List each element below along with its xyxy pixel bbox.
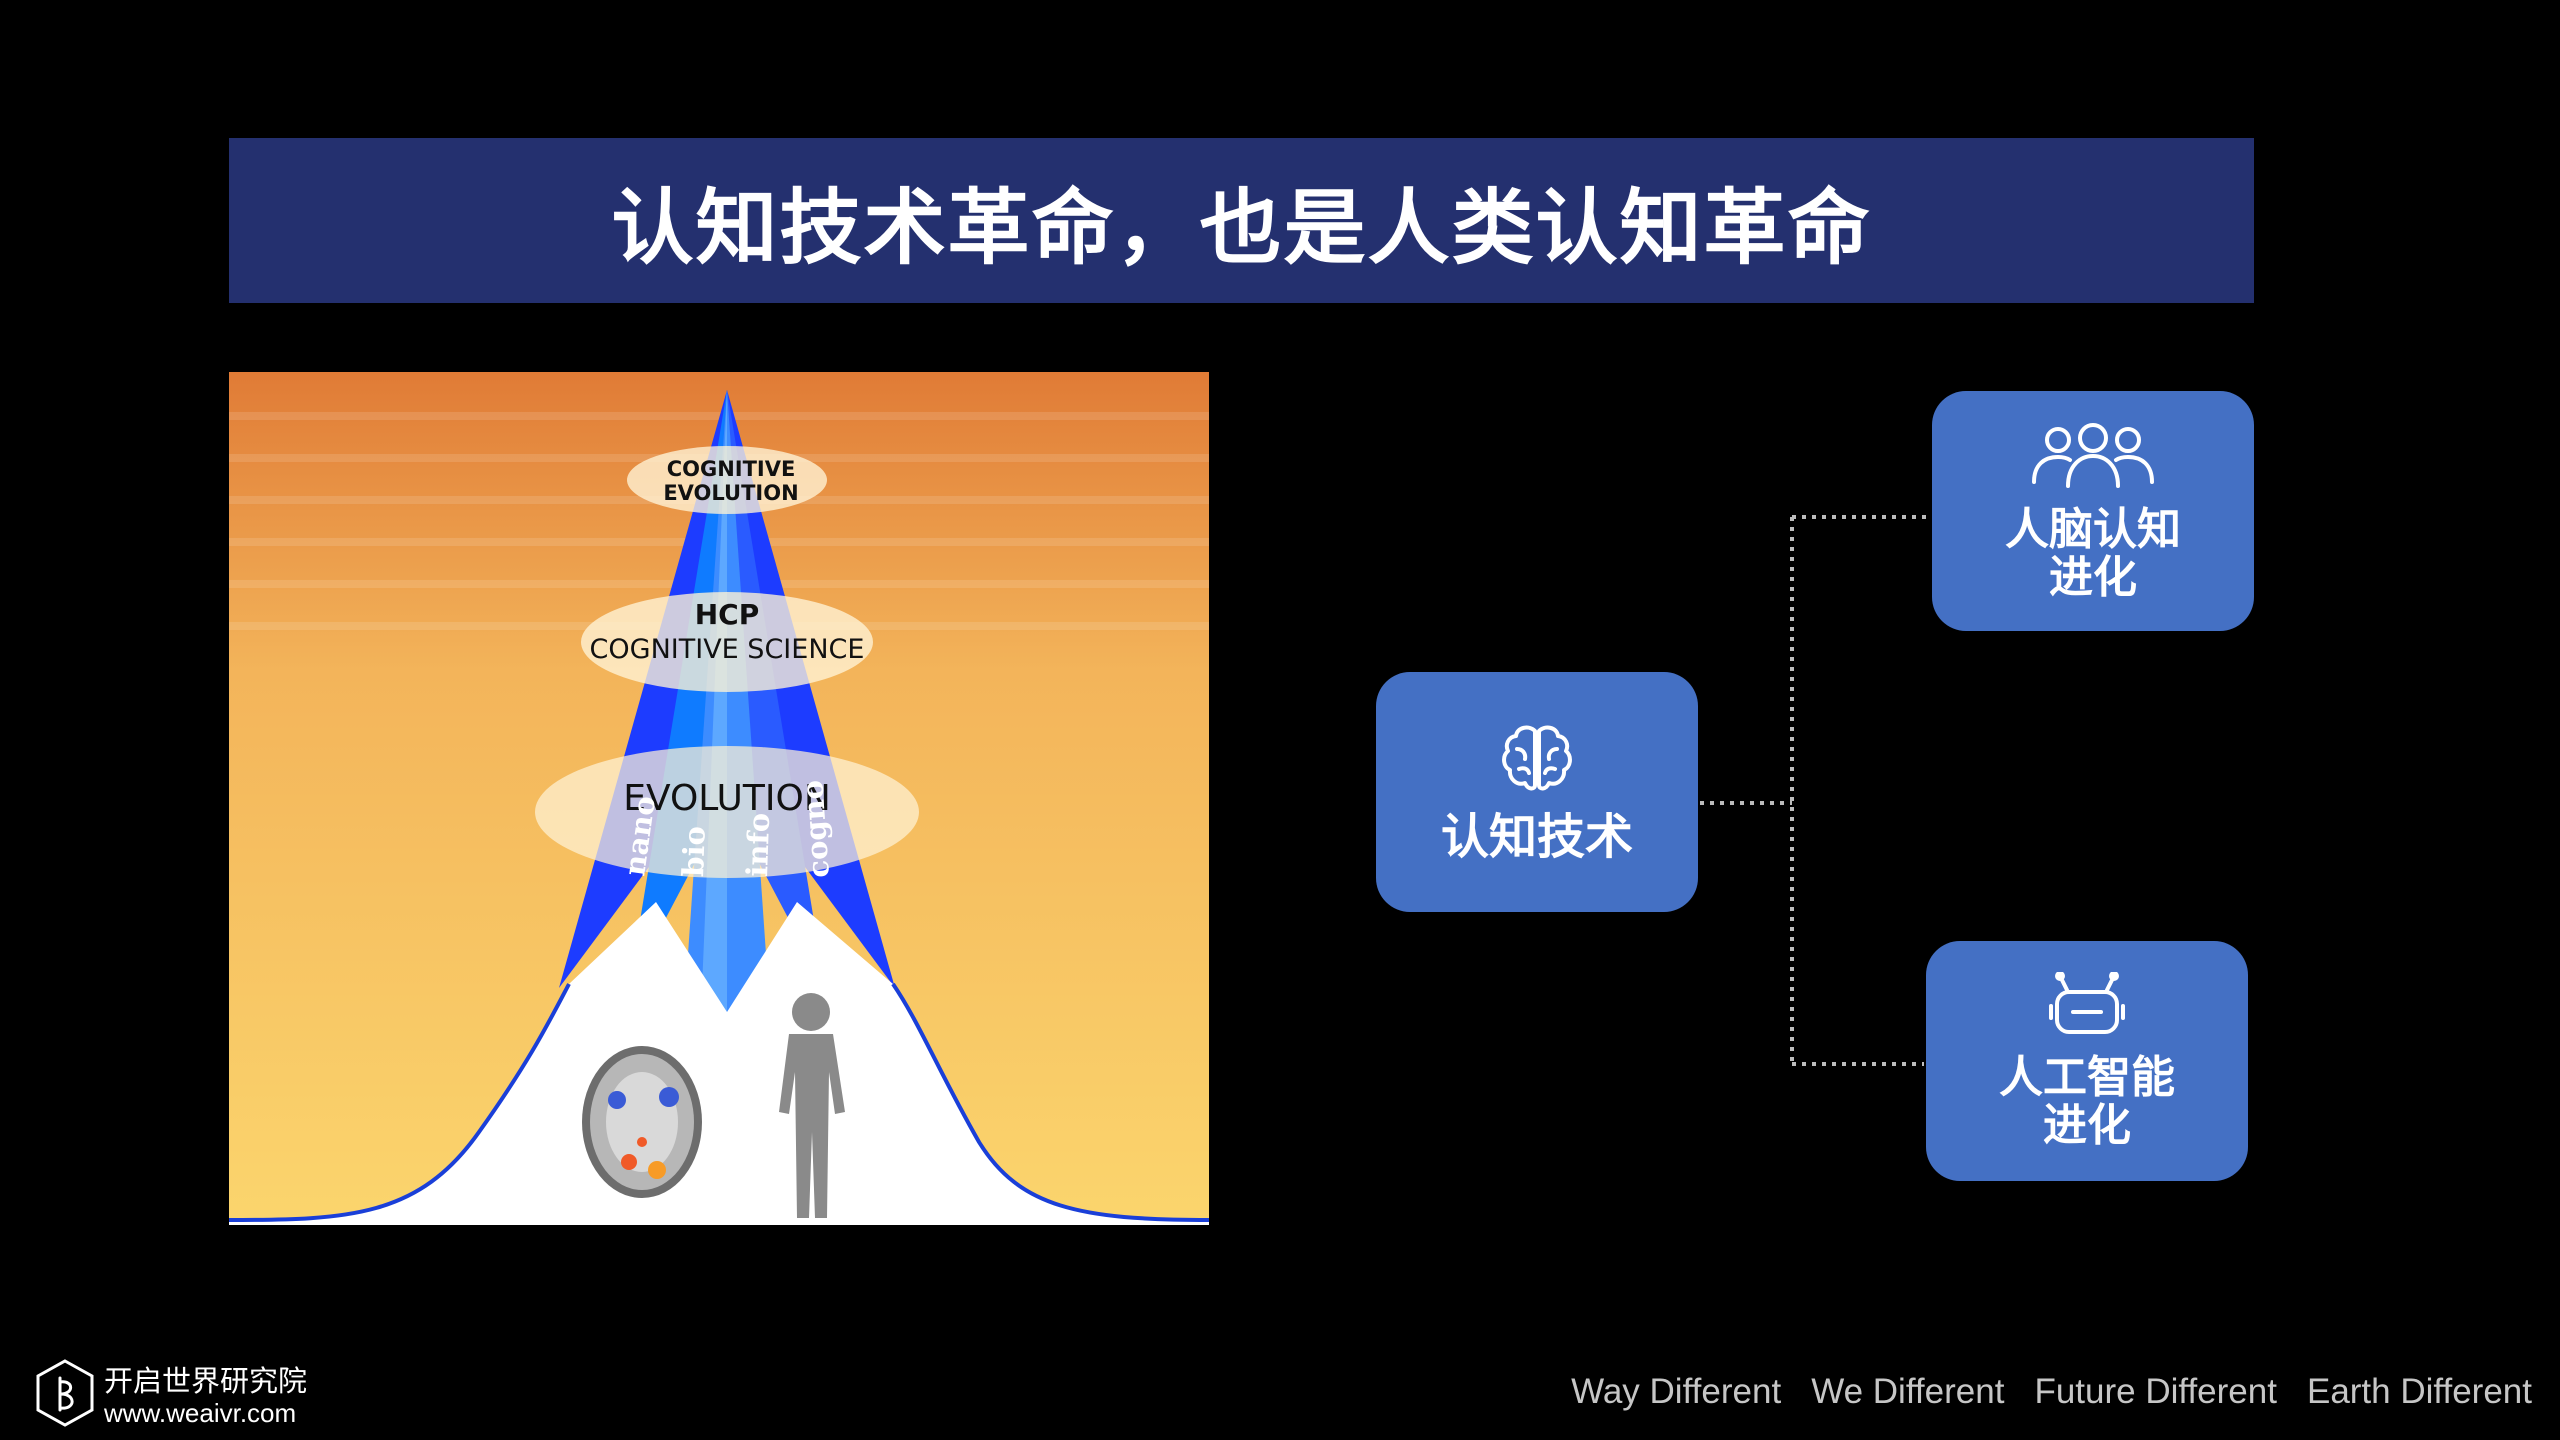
human-cognition-box: 人脑认知 进化	[1932, 391, 2254, 631]
layer-top-line1: COGNITIVE	[667, 457, 796, 481]
cognitive-evolution-illustration: COGNITIVE EVOLUTION HCP COGNITIVE SCIENC…	[229, 372, 1209, 1225]
slide-title-bar: 认知技术革命，也是人类认知革命	[229, 138, 2254, 303]
human-silhouette	[779, 993, 845, 1218]
layer-mid-line1: HCP	[695, 598, 760, 631]
layer-bottom-label: EVOLUTION	[623, 778, 831, 819]
footer-slogans: Way Different We Different Future Differ…	[1571, 1372, 2532, 1412]
slogan-item: Way Different	[1571, 1372, 1782, 1411]
robot-icon	[2049, 972, 2125, 1034]
slogan-item: Future Different	[2034, 1372, 2277, 1411]
slogan-item: We Different	[1811, 1372, 2005, 1411]
layer-bottom-ellipse	[535, 746, 919, 878]
layer-top-line2: EVOLUTION	[663, 481, 798, 505]
layer-top-ellipse	[627, 446, 827, 514]
footer-brand: 开启世界研究院 www.weaivr.com	[104, 1364, 307, 1428]
layer-mid-line2: COGNITIVE SCIENCE	[590, 634, 865, 665]
mountain-outline	[229, 982, 1209, 1222]
brand-name: 开启世界研究院	[104, 1364, 308, 1398]
layer-mid-ellipse	[581, 592, 873, 692]
slogan-item: Earth Different	[2306, 1372, 2532, 1411]
cognitive-tech-label: 认知技术	[1440, 809, 1633, 865]
human-cognition-label: 人脑认知 进化	[2005, 504, 2181, 603]
stream-label-cogno: cogno	[795, 779, 836, 879]
cognitive-tech-box: 认知技术	[1376, 672, 1698, 912]
stream-label-info: info	[740, 812, 776, 877]
slide-title: 认知技术革命，也是人类认知革命	[611, 181, 1872, 276]
brain-icon	[1502, 725, 1572, 791]
brain-scan-image	[582, 1046, 702, 1198]
brand-logo-icon	[36, 1359, 94, 1427]
mountain	[229, 902, 1209, 1225]
ai-evolution-box: 人工智能 进化	[1926, 941, 2248, 1181]
brand-url: www.weaivr.com	[104, 1398, 297, 1428]
stream-label-bio: bio	[676, 825, 712, 877]
group-icon	[2032, 423, 2154, 488]
ai-evolution-label: 人工智能 进化	[1999, 1052, 2175, 1151]
